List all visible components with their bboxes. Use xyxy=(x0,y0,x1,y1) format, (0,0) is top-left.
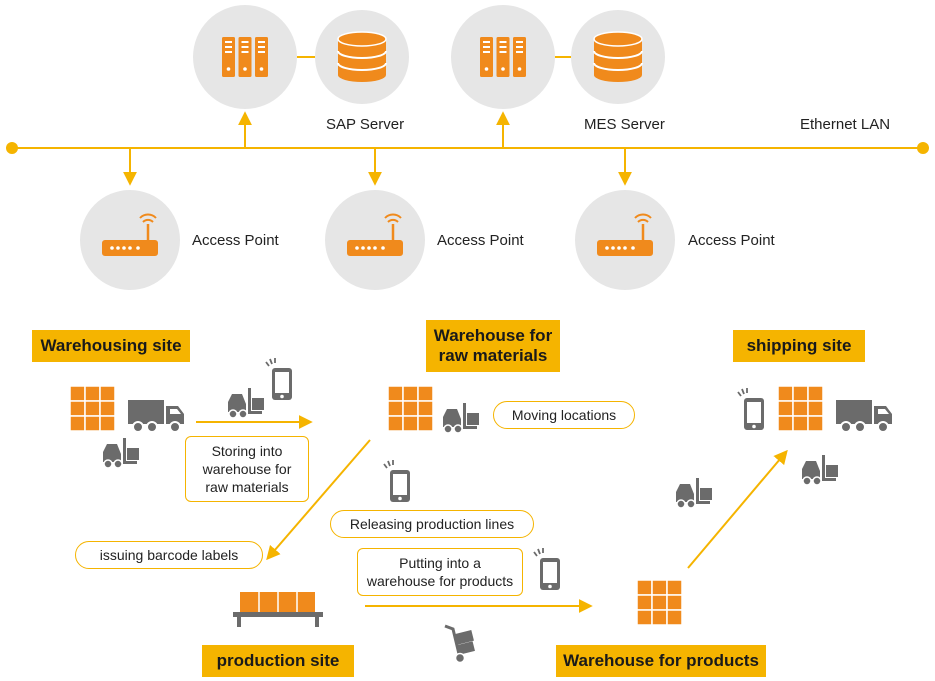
sap-server-label: SAP Server xyxy=(326,116,405,133)
warehousing-site-label: Warehousing site xyxy=(32,330,190,362)
phone-icon xyxy=(383,459,411,503)
stacked-boxes-icon xyxy=(387,385,434,432)
releasing-production-bubble: Releasing production lines xyxy=(330,510,534,538)
shipping-site-label: shipping site xyxy=(733,330,865,362)
mes-server-label: MES Server xyxy=(584,116,665,133)
lan-end-right xyxy=(917,142,929,154)
products-warehouse-label: Warehouse for products xyxy=(556,645,766,677)
raw-materials-warehouse-label: Warehouse for raw materials xyxy=(426,320,560,372)
lan-end-left xyxy=(6,142,18,154)
forklift-icon xyxy=(102,437,140,469)
phone-icon xyxy=(265,357,293,401)
access-point-label: Access Point xyxy=(437,232,524,249)
phone-icon xyxy=(737,387,765,431)
storing-step-box: Storing into warehouse for raw materials xyxy=(185,436,309,502)
mes-rack-icon xyxy=(480,37,526,77)
stacked-boxes-icon xyxy=(636,579,683,626)
production-line-icon xyxy=(233,592,323,627)
putting-line1: Putting into a xyxy=(399,555,481,571)
forklift-icon xyxy=(801,454,839,486)
access-point-label: Access Point xyxy=(192,232,279,249)
issuing-barcode-bubble: issuing barcode labels xyxy=(75,541,263,569)
raw-warehouse-line2: raw materials xyxy=(438,346,548,365)
raw-warehouse-line1: Warehouse for xyxy=(433,326,553,345)
putting-line2: warehouse for products xyxy=(366,573,514,589)
stacked-boxes-icon xyxy=(69,385,116,432)
hand-truck-icon xyxy=(443,624,477,664)
sap-rack-icon xyxy=(222,37,268,77)
ethernet-lan-label: Ethernet LAN xyxy=(800,116,891,133)
forklift-icon xyxy=(442,402,480,434)
phone-icon xyxy=(533,547,561,591)
forklift-icon xyxy=(227,387,265,419)
moving-locations-bubble: Moving locations xyxy=(493,401,635,429)
sap-database-icon xyxy=(337,31,387,83)
stacked-boxes-icon xyxy=(777,385,824,432)
production-site-label: production site xyxy=(202,645,354,677)
storing-line2: warehouse for xyxy=(202,461,292,477)
access-point-label: Access Point xyxy=(688,232,775,249)
truck-icon xyxy=(835,399,893,433)
forklift-icon xyxy=(675,477,713,509)
storing-line1: Storing into xyxy=(211,443,283,459)
storing-line3: raw materials xyxy=(205,479,289,495)
truck-icon xyxy=(127,399,185,433)
mes-database-icon xyxy=(593,31,643,83)
putting-step-box: Putting into a warehouse for products xyxy=(357,548,523,596)
